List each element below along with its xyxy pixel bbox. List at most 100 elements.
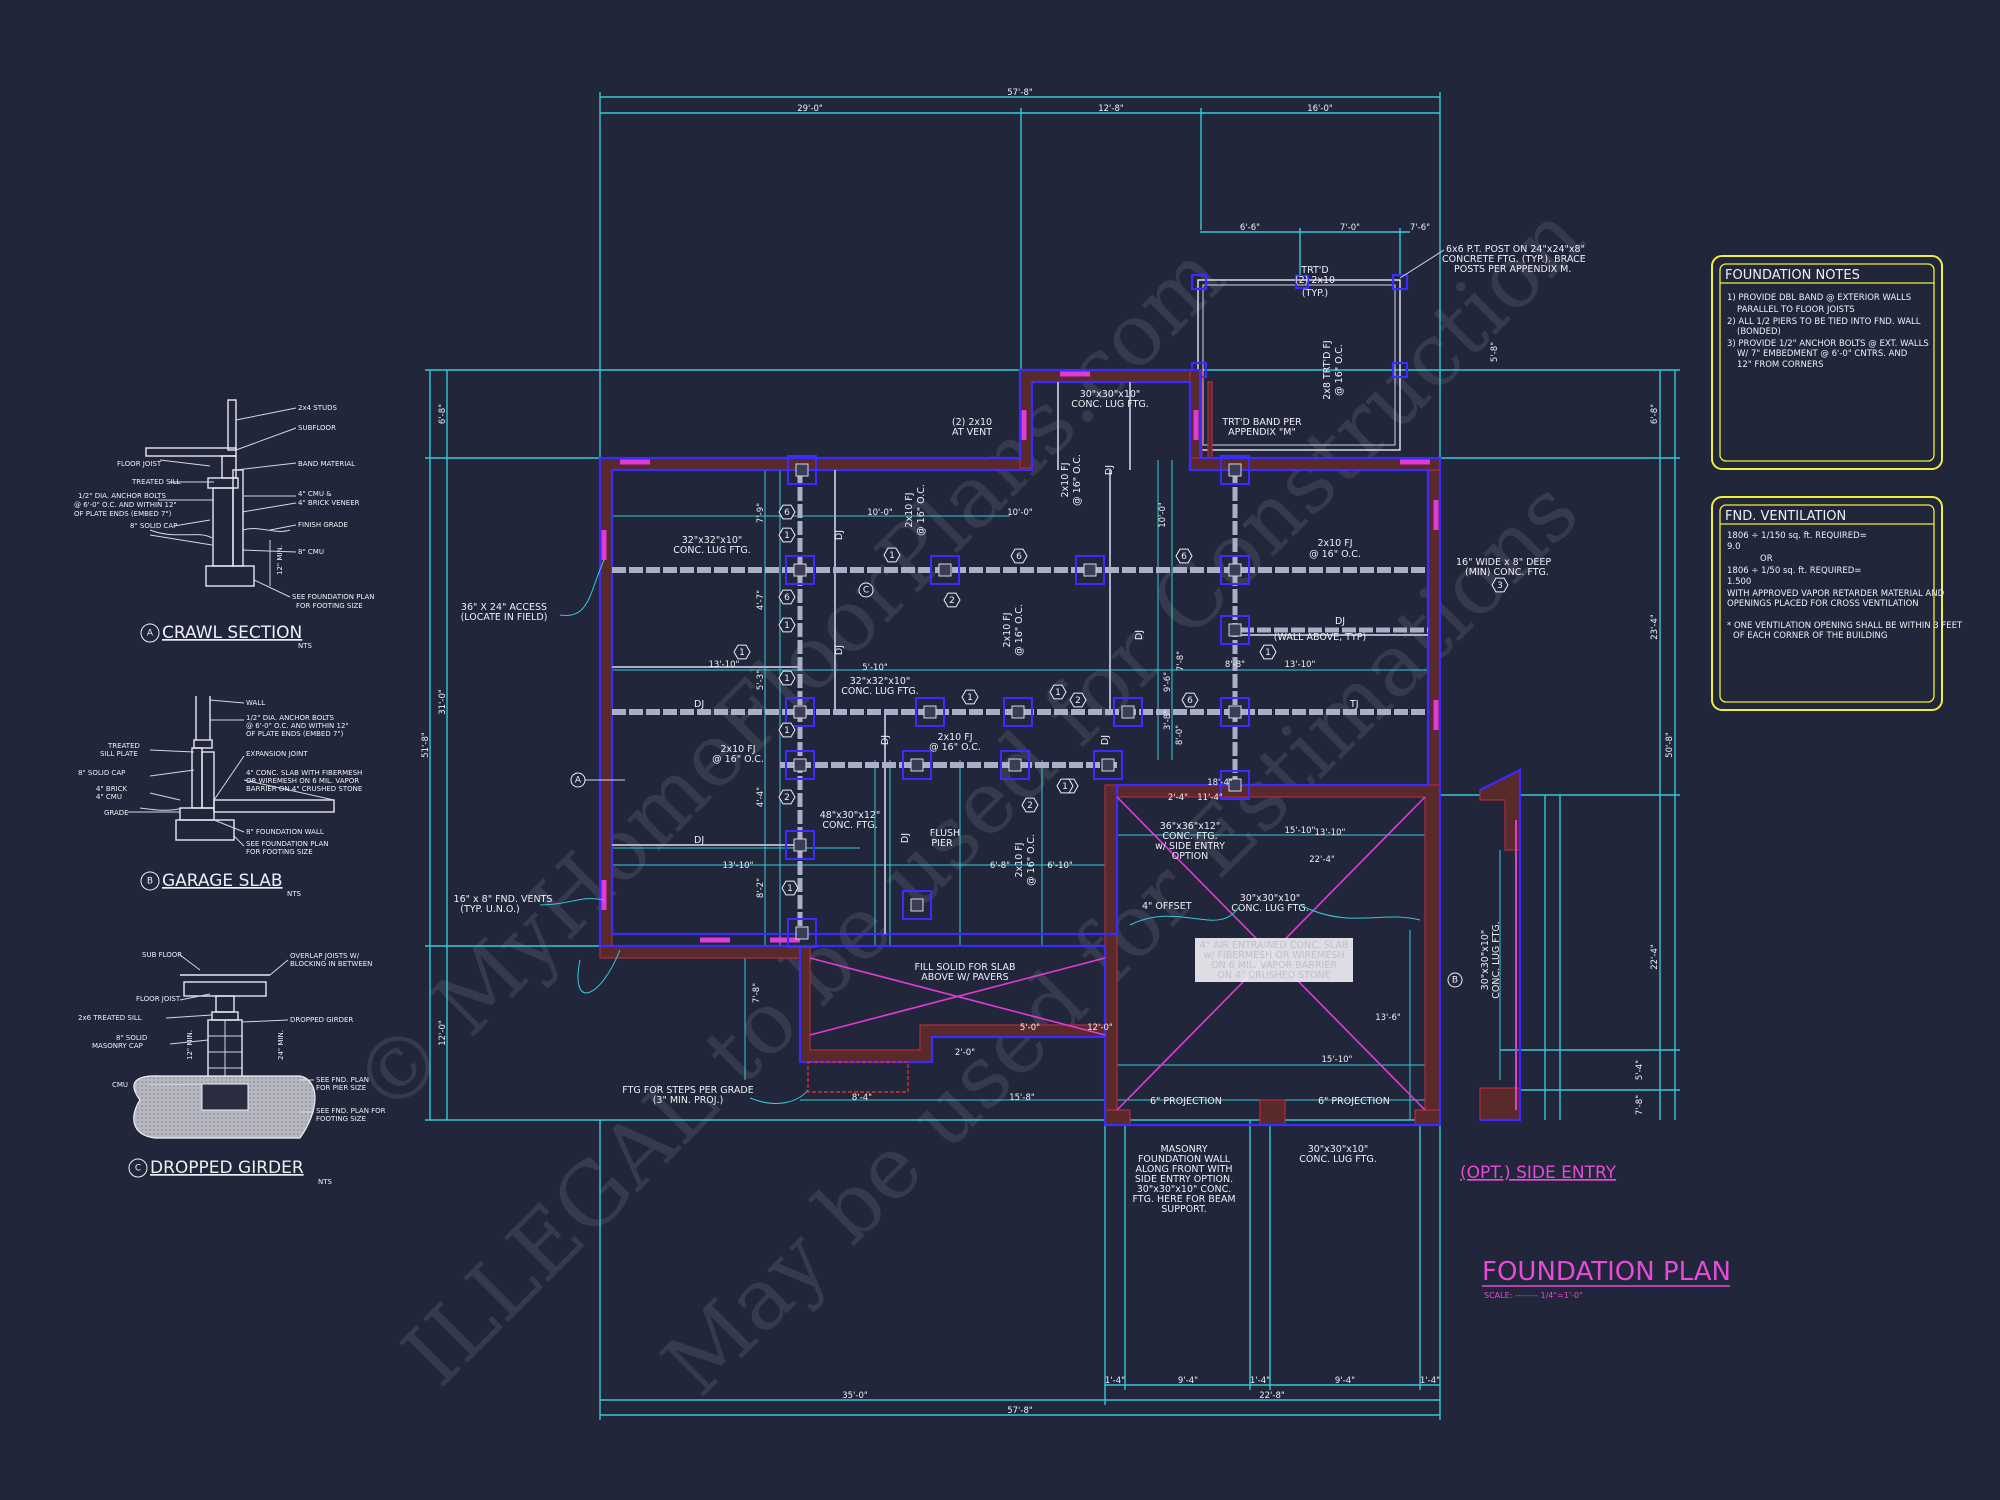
svg-text:4" CONC. SLAB WITH FIBERMESH: 4" CONC. SLAB WITH FIBERMESH: [246, 769, 362, 777]
dim-bottom-a: 35'-0": [842, 1391, 868, 1401]
fnd-ventilation-heading: FND. VENTILATION: [1725, 509, 1846, 524]
flush-1: FLUSH: [930, 828, 960, 839]
svg-text:TREATED: TREATED: [107, 742, 140, 750]
hex-tag: 1: [1056, 778, 1074, 794]
interior-dim: 5'-10": [862, 663, 888, 673]
dim-left-total: 51'-8": [421, 732, 431, 758]
svg-text:SUBFLOOR: SUBFLOOR: [298, 424, 336, 432]
pier: [1003, 697, 1033, 727]
svg-text:1806 ÷ 1/50 sq. ft. REQUIRED=: 1806 ÷ 1/50 sq. ft. REQUIRED=: [1727, 566, 1861, 576]
hex-tag-label: 1: [1055, 688, 1061, 698]
hex-tag-label: 2: [1075, 696, 1081, 706]
svg-text:9.0: 9.0: [1727, 542, 1741, 552]
fnd-ventilation-panel: FND. VENTILATION 1806 ÷ 1/150 sq. ft. RE…: [1711, 496, 1963, 711]
interior-dim: 13'-10": [723, 861, 754, 871]
ftg-steps-2: (3" MIN. PROJ.): [653, 1095, 724, 1106]
dj-label-1: DJ: [694, 699, 704, 710]
interior-dim: 15'-8": [1009, 1093, 1035, 1103]
projection-right: 6" PROJECTION: [1318, 1096, 1390, 1107]
hex-tag-label: 2: [949, 596, 955, 606]
conc-top-1: 30"x30"x10": [1080, 389, 1141, 400]
hex-tag-label: 1: [784, 531, 790, 541]
dim-right-b: 23'-4": [1650, 614, 1660, 640]
plan-dimensions-text: 57'-8" 29'-0" 12'-8" 16'-0" 6'-6" 7'-0" …: [421, 88, 1675, 1416]
svg-text:FOR PIER SIZE: FOR PIER SIZE: [316, 1084, 366, 1092]
trtd-label-2: (2) 2x10: [1295, 275, 1335, 286]
wide-ftg-1: 16" WIDE x 8" DEEP: [1456, 557, 1551, 568]
masonry-3: ALONG FRONT WITH: [1135, 1164, 1232, 1175]
interior-dim: 10'-0": [1007, 508, 1033, 518]
trtd-fj-1: 2x8 TRT'D FJ: [1322, 340, 1333, 399]
pier: [785, 830, 815, 860]
pier: [785, 697, 815, 727]
svg-text:* ONE VENTILATION OPENING SHAL: * ONE VENTILATION OPENING SHALL BE WITHI…: [1727, 621, 1963, 631]
hex-tag: 6: [778, 589, 796, 605]
hex-tag-label: 6: [784, 593, 790, 603]
hex-tag-label: 1: [1265, 648, 1271, 658]
interior-dim: 5'-0": [1020, 1023, 1040, 1033]
conc-36-3: w/ SIDE ENTRY: [1155, 841, 1225, 852]
svg-text:BAND MATERIAL: BAND MATERIAL: [298, 460, 355, 468]
interior-dim: 8'-0": [1175, 725, 1185, 745]
pier: [1220, 615, 1250, 645]
conc-bot-1: 30"x30"x10": [1308, 1144, 1369, 1155]
svg-text:DROPPED GIRDER: DROPPED GIRDER: [290, 1016, 353, 1024]
hex-tag: 1: [733, 644, 751, 660]
svg-text:4" CMU &: 4" CMU &: [298, 490, 332, 498]
svg-text:SUB FLOOR: SUB FLOOR: [142, 951, 182, 959]
slab-1: 4" AIR ENTRAINED CONC. SLAB: [1200, 940, 1349, 951]
svg-text:WITH APPROVED VAPOR RETARDER M: WITH APPROVED VAPOR RETARDER MATERIAL AN…: [1727, 589, 1945, 599]
svg-text:OF PLATE ENDS (EMBED 7"): OF PLATE ENDS (EMBED 7"): [246, 730, 344, 738]
trtd-band-2: APPENDIX "M": [1228, 427, 1296, 438]
hex-tag-label: 1: [889, 551, 895, 561]
interior-dim: 2'-4": [1168, 793, 1188, 803]
detail-crawl-section: 12" MIN. 2x4 STUDS SUBFLOOR FLOOR JOIST …: [74, 399, 375, 650]
svg-text:8" FOUNDATION WALL: 8" FOUNDATION WALL: [246, 828, 324, 836]
svg-text:4" CMU: 4" CMU: [96, 793, 122, 801]
dim-bottom-b: 22'-8": [1259, 1391, 1285, 1401]
hex-tag-label: 6: [1181, 552, 1187, 562]
hex-tag-label: 3: [1497, 581, 1503, 591]
dim-bottom-c5: 1'-4": [1420, 1376, 1440, 1386]
hex-tag-label: 2: [784, 793, 790, 803]
hex-tag-label: 6: [784, 508, 790, 518]
foundation-notes-heading: FOUNDATION NOTES: [1725, 268, 1860, 283]
svg-text:FOR FOOTING SIZE: FOR FOOTING SIZE: [296, 602, 363, 610]
svg-text:5'-8": 5'-8": [1490, 342, 1500, 362]
tj-label: TJ: [1349, 699, 1359, 710]
svg-text:3) PROVIDE 1/2" ANCHOR BOLTS @: 3) PROVIDE 1/2" ANCHOR BOLTS @ EXT. WALL…: [1727, 339, 1929, 349]
interior-dim: 13'-10": [1315, 828, 1346, 838]
dim-porch-b: 7'-0": [1340, 223, 1360, 233]
interior-dim: 5'-3": [756, 670, 766, 690]
plan-title: FOUNDATION PLAN: [1482, 1257, 1731, 1287]
svg-text:4" BRICK VENEER: 4" BRICK VENEER: [298, 499, 360, 507]
svg-text:DJ: DJ: [1104, 465, 1115, 475]
masonry-2: FOUNDATION WALL: [1138, 1154, 1231, 1165]
interior-dim: 7'-8": [752, 983, 762, 1003]
hex-tag: 6: [778, 504, 796, 520]
hex-tag: 1: [778, 670, 796, 686]
svg-text:8" SOLID CAP: 8" SOLID CAP: [130, 522, 177, 530]
interior-dim: 8'-8": [1225, 660, 1245, 670]
masonry-6: FTG. HERE FOR BEAM: [1132, 1194, 1235, 1205]
hex-tag-label: 1: [967, 693, 973, 703]
svg-text:12" MIN.: 12" MIN.: [186, 1030, 194, 1060]
svg-text:SEE FOUNDATION PLAN: SEE FOUNDATION PLAN: [292, 593, 375, 601]
interior-dim: 10'-0": [1158, 502, 1168, 528]
svg-text:@ 6'-0" O.C. AND WITHIN 12": @ 6'-0" O.C. AND WITHIN 12": [74, 501, 177, 509]
pier: [915, 697, 945, 727]
svg-text:DJ: DJ: [880, 735, 891, 745]
hex-tag-label: 2: [1027, 801, 1033, 811]
svg-text:FLOOR JOIST: FLOOR JOIST: [136, 995, 181, 1003]
svg-text:@ 16" O.C.: @ 16" O.C.: [1072, 454, 1083, 506]
post-note-1: 6x6 P.T. POST ON 24"x24"x8": [1446, 244, 1585, 255]
svg-text:OR: OR: [1760, 554, 1773, 564]
trtd-label-3: (TYP.): [1302, 288, 1328, 299]
masonry-7: SUPPORT.: [1161, 1204, 1207, 1215]
dim-bottom-total: 57'-8": [1007, 1406, 1033, 1416]
hex-tag-label: 1: [784, 726, 790, 736]
svg-text:8" CMU: 8" CMU: [298, 548, 324, 556]
conc-32-1: 32"x32"x10": [682, 535, 743, 546]
svg-text:2x10 FJ: 2x10 FJ: [1002, 612, 1013, 647]
